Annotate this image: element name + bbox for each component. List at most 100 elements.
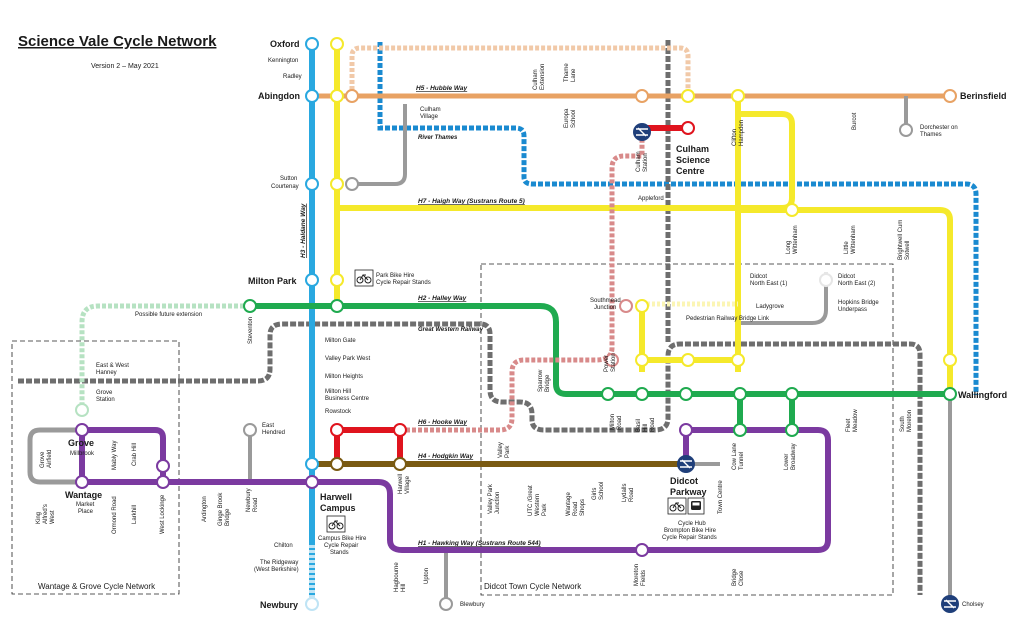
label-ladygrove: Ladygrove [756, 304, 785, 310]
label-sparrow-bridge: SparrowBridge [538, 369, 551, 392]
route-wantage-loop [27, 427, 82, 485]
label-valley-park-junction: Valley ParkJunction [488, 483, 501, 514]
route-h7-label: H7 - Haigh Way (Sustrans Route 5) [418, 198, 525, 205]
label-crab-hill: Crab Hill [132, 443, 138, 466]
label-ormond-road: Ormond Road [112, 496, 118, 534]
place-oxford: Oxford [270, 39, 300, 49]
label-milton-gate: Milton Gate [325, 338, 356, 344]
label-blewbury: Blewbury [460, 602, 485, 608]
route-h6-label: H6 - Hooke Way [418, 419, 467, 426]
label-burcot: Burcot [852, 112, 858, 130]
stations [75, 37, 957, 611]
place-wallingford: Wallingford [958, 390, 1007, 400]
label-hagbourne-hill: HagbourneHill [394, 562, 407, 592]
route-h2-cowlane [737, 394, 795, 430]
culham-village-spur [352, 104, 407, 186]
label-cholsey: Cholsey [962, 602, 984, 608]
place-grove: Grove [68, 438, 94, 448]
wantage-grove-area-box [11, 340, 180, 595]
label-girls-school: GirlsSchool [592, 482, 605, 500]
place-abingdon: Abingdon [258, 91, 300, 101]
place-harwell-campus: Campus [320, 503, 356, 513]
route-h2-label: H2 - Halley Way [418, 295, 467, 302]
route-h6-pink [400, 128, 645, 433]
national-rail-icon [941, 595, 959, 613]
label-rowstock: Rowstock [325, 409, 352, 415]
label-milton-heights: Milton Heights [325, 374, 363, 380]
label-clifton-hampden: CliftonHampden [732, 120, 745, 146]
hopkins-spur [740, 280, 828, 325]
label-ardington: Ardington [202, 496, 208, 522]
label-mably-way: Mably Way [112, 441, 118, 470]
route-h2-future [79, 303, 250, 410]
label-milton-road: MiltonRoad [610, 414, 623, 430]
wantage-area-label: Wantage & Grove Cycle Network [38, 582, 156, 591]
place-harwell: Harwell [320, 492, 352, 502]
place-wantage: Wantage [65, 490, 102, 500]
footbridge-label: Pedestrian Railway Bridge Link [686, 316, 770, 322]
label-thame-lane: ThameLane [564, 63, 577, 82]
label-upton: Upton [424, 568, 430, 584]
label-power-station: PowerStation [604, 353, 617, 372]
label-larkhill: Larkhill [132, 505, 138, 524]
label-brightwell: Brightwell CumSotwell [898, 220, 911, 260]
future-extension-label: Possible future extension [135, 312, 202, 318]
river-thames [377, 42, 979, 395]
label-long-wittenham: LongWittenham [786, 225, 799, 254]
label-bridge-close: BridgeClose [732, 568, 745, 586]
label-europa-school: EuropaSchool [564, 108, 577, 128]
route-h7 [334, 44, 953, 394]
label-cow-lane-tunnel: Cow LaneTunnel [732, 442, 745, 470]
label-grove-airfield: GroveAirfield [40, 450, 53, 468]
label-appleford: Appleford [638, 196, 664, 202]
place-berinsfield: Berinsfield [960, 91, 1007, 101]
railway-great-western [18, 321, 923, 595]
route-h2 [250, 303, 950, 397]
version-label: Version 2 – May 2021 [91, 63, 159, 70]
label-newbury-road: NewburyRoad [246, 488, 259, 512]
label-valley-park: ValleyPark [498, 442, 511, 458]
route-h6 [334, 427, 403, 464]
label-king-alfreds-west: KingAlfred'sWest [36, 504, 56, 524]
national-rail-icon [677, 455, 695, 473]
label-west-lockinge: West Lockinge [160, 494, 166, 534]
label-radley: Radley [283, 74, 302, 80]
label-little-wittenham: LittleWittenham [844, 225, 857, 254]
route-h1-label: H1 - Hawking Way (Sustrans Route 544) [418, 540, 541, 547]
river-label: River Thames [418, 135, 458, 141]
label-culham-extension: CulhamExtension [533, 64, 546, 90]
label-chilton: Chilton [274, 543, 293, 549]
label-wantage-road: WantageRoadShops [566, 492, 586, 516]
route-h1 [79, 427, 831, 553]
bicycle-icon [354, 269, 374, 287]
vertical-labels: CulhamExtension ThameLane EuropaSchool C… [36, 63, 913, 592]
label-millbrook: Millbrook [70, 451, 95, 457]
label-basil-hill-road: BasilHillRoad [636, 418, 656, 432]
label-harwell-village: HarwellVillage [398, 474, 411, 494]
label-lower-broadway: LowerBroadway [784, 443, 797, 470]
label-ginge-brook: Ginge BrookBridge [218, 492, 231, 526]
bus-icon [687, 497, 705, 515]
label-fleet-meadow: FleetMeadow [846, 409, 859, 432]
place-newbury: Newbury [260, 600, 298, 610]
route-h4-label: H4 - Hodgkin Way [418, 453, 474, 460]
label-ridgeway: The Ridgeway(West Berkshire) [254, 560, 299, 573]
label-valley-park-west: Valley Park West [325, 356, 370, 362]
national-rail-icon [633, 123, 651, 141]
didcot-area-label: Didcot Town Cycle Network [484, 582, 582, 591]
route-h3-label: H3 - Haldane Way [300, 203, 307, 258]
